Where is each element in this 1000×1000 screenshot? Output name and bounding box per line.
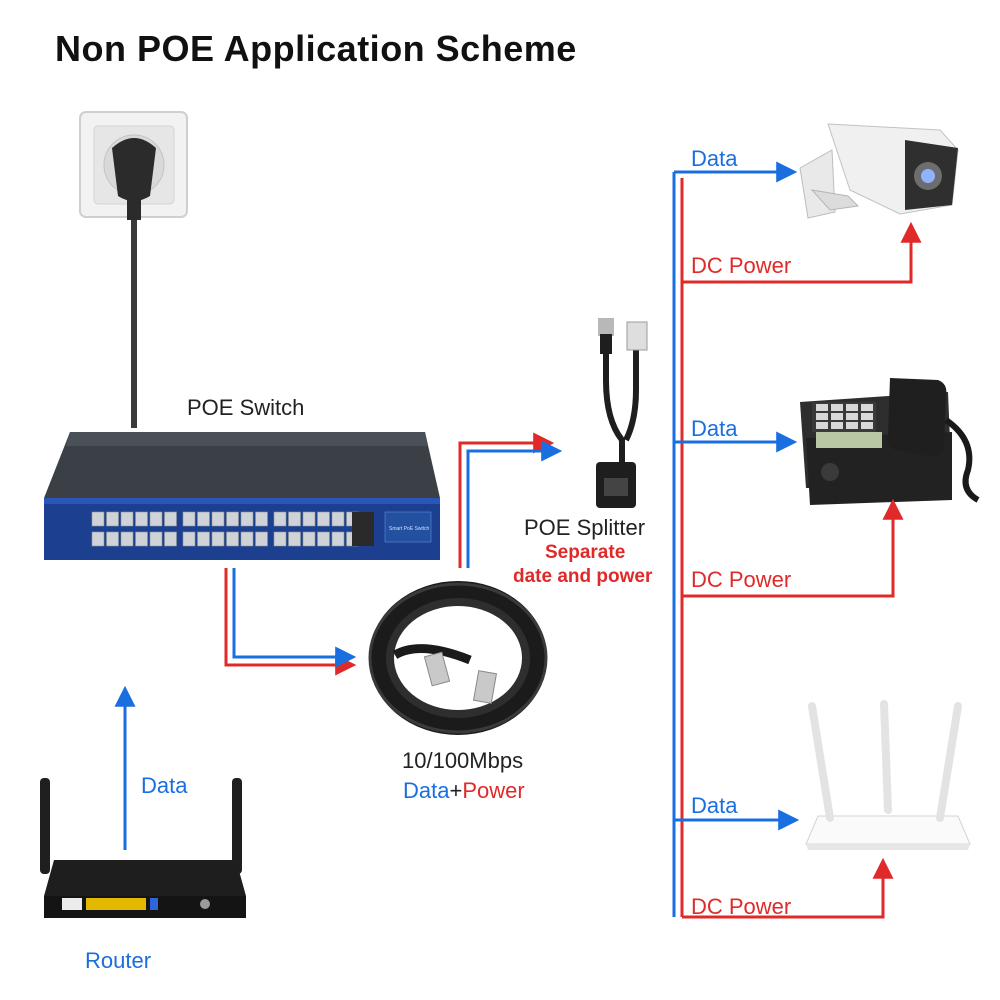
switch-port (240, 531, 254, 547)
switch-port (273, 531, 287, 547)
switch-port (240, 511, 254, 527)
camera-power-line (680, 178, 922, 284)
router-label: Router (85, 948, 152, 973)
cable-data-text: Data (403, 778, 450, 803)
phone-key (861, 404, 873, 411)
router-icon (40, 778, 246, 918)
switch-port (197, 531, 210, 547)
splitter-note-line1: Separate (545, 542, 626, 563)
switch-port (164, 531, 177, 547)
switch-power-line (224, 568, 357, 676)
switch-panel-text: Smart PoE Switch (389, 526, 430, 532)
switch-port (120, 531, 134, 547)
cable-power-text: Power (462, 778, 525, 803)
network-cable-icon (368, 581, 548, 735)
phone-key (831, 413, 843, 420)
switch-port (182, 511, 196, 527)
switch-port (273, 511, 287, 527)
switch-port (302, 531, 316, 547)
phone-key (831, 422, 843, 429)
phone-key (846, 413, 858, 420)
switch-port (302, 511, 316, 527)
connection-lines (114, 161, 922, 919)
switch-port (317, 531, 330, 547)
camera-data-label: Data (691, 146, 738, 171)
switch-port (331, 531, 345, 547)
switch-port (106, 511, 119, 527)
cable-power-line (458, 432, 555, 568)
phone-key (861, 422, 873, 429)
poe-switch-label: POE Switch (187, 395, 305, 420)
switch-port (91, 511, 105, 527)
switch-port (288, 511, 301, 527)
phone-power-line (682, 498, 904, 598)
router-data-label: Data (141, 773, 188, 798)
poe-splitter-label: POE Splitter (524, 515, 646, 540)
phone-power-label: DC Power (691, 567, 792, 592)
cable-speed-label: 10/100Mbps (402, 748, 524, 773)
splitter-note-line2: date and power (513, 566, 653, 587)
switch-port (182, 531, 196, 547)
wifi-power-label: DC Power (691, 894, 792, 919)
switch-port (135, 531, 148, 547)
phone-key (846, 422, 858, 429)
phone-data-label: Data (691, 416, 738, 441)
wifi-power-line (682, 857, 894, 919)
wifi-router-icon (805, 700, 971, 850)
ip-camera-icon (799, 123, 959, 219)
cable-data-line (466, 440, 563, 568)
camera-power-label: DC Power (691, 253, 792, 278)
phone-key (816, 404, 828, 411)
switch-data-line (232, 568, 357, 668)
switch-port (211, 531, 225, 547)
phone-key (831, 404, 843, 411)
phone-key (861, 413, 873, 420)
switch-port (226, 531, 239, 547)
switch-port (120, 511, 134, 527)
switch-port (331, 511, 345, 527)
wifi-data-label: Data (691, 793, 738, 818)
switch-port (135, 511, 148, 527)
switch-port (197, 511, 210, 527)
power-plug-icon (112, 138, 156, 428)
switch-port (164, 511, 177, 527)
switch-port (149, 531, 163, 547)
poe-splitter-icon (596, 318, 648, 508)
phone-key (846, 404, 858, 411)
phone-key (816, 422, 828, 429)
switch-port (91, 531, 105, 547)
switch-port (106, 531, 119, 547)
page-title: Non POE Application Scheme (55, 28, 577, 69)
cable-plus-text: + (449, 778, 463, 803)
switch-port (317, 511, 330, 527)
switch-port (255, 511, 268, 527)
switch-port (288, 531, 301, 547)
poe-switch-icon (44, 432, 440, 560)
switch-port (211, 511, 225, 527)
switch-port (255, 531, 268, 547)
switch-port (149, 511, 163, 527)
cable-data-power-label: Data+Power (403, 778, 525, 804)
phone-key (816, 413, 828, 420)
ip-phone-icon (800, 378, 980, 505)
switch-port (226, 511, 239, 527)
